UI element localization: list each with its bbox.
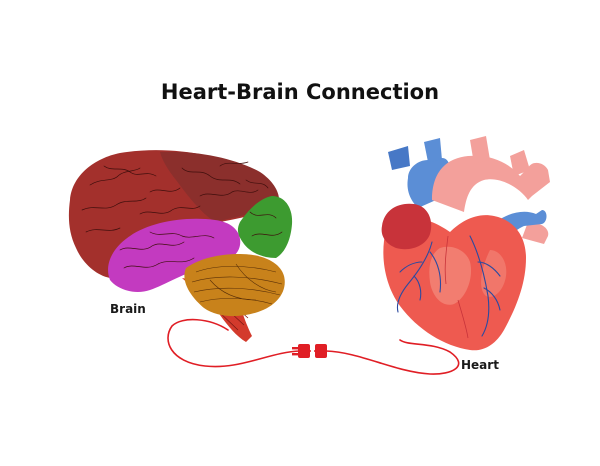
cerebrum-parietal (160, 151, 280, 222)
plug-connector-icon (292, 344, 327, 358)
brain-label: Brain (110, 302, 146, 316)
brain-illustration (68, 150, 293, 342)
left-atrium (381, 203, 432, 250)
heart-label: Heart (461, 358, 499, 372)
connection-cable (167, 318, 460, 375)
temporal-lobe (108, 218, 241, 292)
cerebellum (184, 254, 285, 317)
superior-vena-cava (407, 158, 450, 208)
page-title: Heart-Brain Connection (160, 80, 440, 104)
occipital-lobe (237, 196, 293, 258)
aortic-arch (432, 155, 550, 212)
heart-illustration (381, 136, 550, 351)
